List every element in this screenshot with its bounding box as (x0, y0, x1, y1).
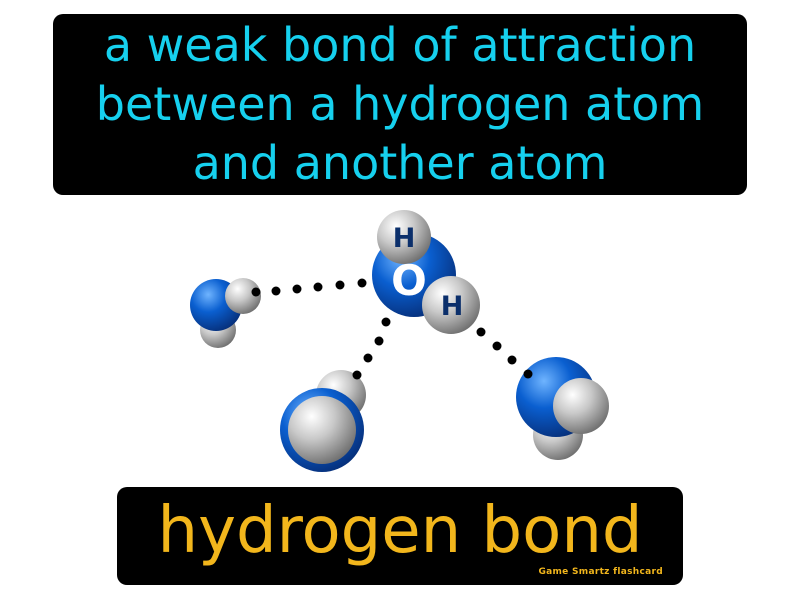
bond-dot (251, 287, 261, 297)
bond-dot (523, 369, 533, 379)
bond-dot (476, 327, 486, 337)
hydrogen-atom (288, 396, 356, 464)
brand-credit: Game Smartz flashcard (538, 567, 663, 577)
definition-line-2: between a hydrogen atom (95, 77, 705, 131)
hydrogen-atom-top (377, 210, 431, 264)
hydrogen-label-top: H (393, 223, 416, 254)
hydrogen-label-right: H (441, 291, 464, 322)
hydrogen-atom-right (422, 276, 480, 334)
hydrogen-bond-dots (251, 278, 533, 380)
bond-dot (357, 278, 367, 288)
term-box: hydrogen bond Game Smartz flashcard (117, 487, 683, 585)
bond-dot (271, 286, 281, 296)
definition-line-1: a weak bond of attraction (103, 18, 697, 72)
water-molecule-right (516, 357, 609, 460)
bond-dot (374, 336, 384, 346)
hydrogen-atom (553, 378, 609, 434)
term-title: hydrogen bond (157, 494, 643, 568)
definition-text: a weak bond of attraction between a hydr… (88, 16, 712, 193)
water-molecule-left (190, 278, 261, 348)
bond-dot (313, 282, 323, 292)
definition-box: a weak bond of attraction between a hydr… (53, 14, 747, 195)
bond-dot (335, 280, 345, 290)
water-molecule-center: H O H (372, 210, 480, 334)
hydrogen-atom (225, 278, 261, 314)
bond-dot (492, 341, 502, 351)
water-molecule-bottom (280, 370, 366, 472)
oxygen-label: O (391, 256, 427, 305)
bond-dot (352, 370, 362, 380)
bond-dot (363, 353, 373, 363)
water-molecules-illustration: H O H (190, 210, 609, 472)
bond-dot (292, 284, 302, 294)
bond-dot (381, 317, 391, 327)
bond-dot (507, 355, 517, 365)
definition-line-3: and another atom (192, 136, 608, 190)
